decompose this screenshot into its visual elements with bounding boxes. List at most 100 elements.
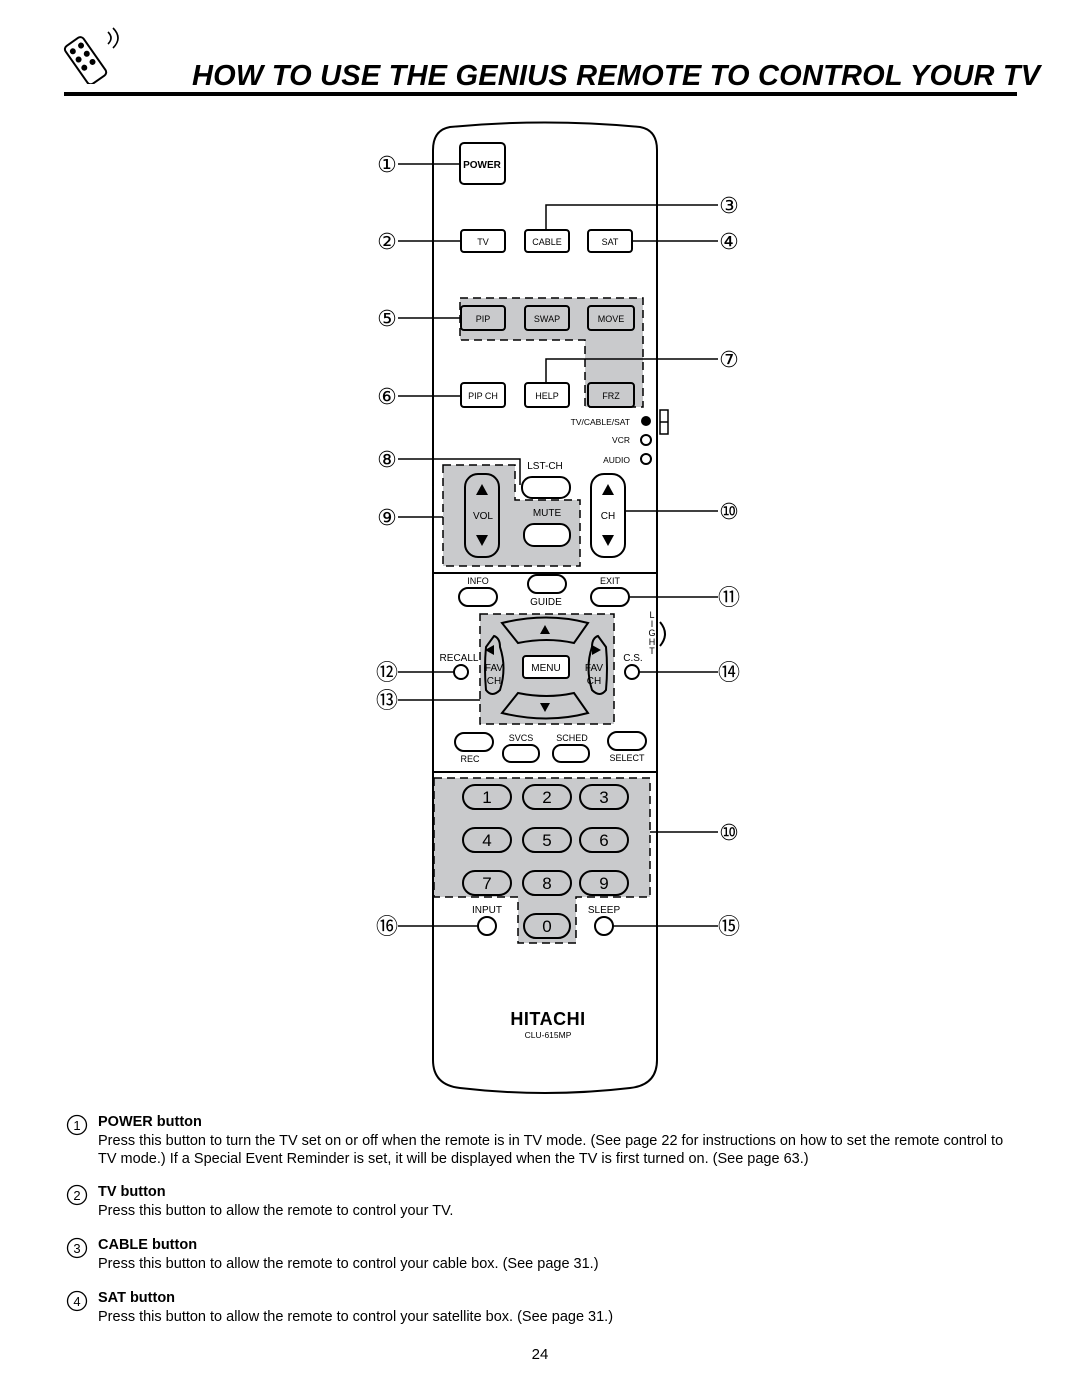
key-1[interactable] xyxy=(462,784,512,810)
svg-text:1: 1 xyxy=(73,1118,80,1133)
sleep-button[interactable] xyxy=(594,916,614,936)
menu-label: MENU xyxy=(531,663,560,674)
light-button[interactable] xyxy=(659,621,666,647)
nav-right-icon xyxy=(592,645,601,655)
select-button[interactable] xyxy=(607,731,647,751)
key-0[interactable] xyxy=(523,913,571,939)
callout-15: ⑮ xyxy=(718,915,740,940)
key-9[interactable] xyxy=(579,870,629,896)
frz-button[interactable] xyxy=(587,382,635,408)
swap-button[interactable] xyxy=(524,305,570,331)
key-9-label: 9 xyxy=(599,874,608,893)
guide-label: GUIDE xyxy=(530,597,562,608)
key-7[interactable] xyxy=(462,870,512,896)
mode-tv-cable-sat-indicator xyxy=(641,416,651,426)
remote-icon xyxy=(63,27,119,84)
callout-10a: ⑩ xyxy=(719,500,739,525)
light-letter-t: T xyxy=(649,646,655,656)
select-label: SELECT xyxy=(609,753,645,763)
move-button[interactable] xyxy=(587,305,635,331)
input-button[interactable] xyxy=(477,916,497,936)
key-8-label: 8 xyxy=(542,874,551,893)
tv-button-heading: TV button xyxy=(98,1184,166,1200)
mode-tv-cable-sat-label: TV/CABLE/SAT xyxy=(571,417,630,427)
light-letter-h: H xyxy=(649,637,656,647)
recall-button[interactable] xyxy=(453,664,469,680)
callout-6: ⑥ xyxy=(377,385,397,410)
vol-up-icon xyxy=(476,484,488,495)
mute-label: MUTE xyxy=(533,508,562,519)
light-letter-i: I xyxy=(651,619,654,629)
move-label: MOVE xyxy=(598,314,625,324)
ch-up-icon xyxy=(602,484,614,495)
mode-vcr-indicator xyxy=(640,434,652,446)
swap-label: SWAP xyxy=(534,314,560,324)
key-4[interactable] xyxy=(462,827,512,853)
cable-button-text: Press this button to allow the remote to… xyxy=(98,1256,599,1272)
vol-label: VOL xyxy=(473,511,493,522)
help-button[interactable] xyxy=(524,382,570,408)
sched-button[interactable] xyxy=(552,744,590,763)
callout-14: ⑭ xyxy=(718,661,740,686)
ch-down-icon xyxy=(602,535,614,546)
pip-ch-label: PIP CH xyxy=(468,391,498,401)
svcs-label: SVCS xyxy=(509,733,534,743)
item-number-1: 1 xyxy=(66,1114,88,1136)
fav-left-label: FAV xyxy=(485,663,503,674)
key-0-label: 0 xyxy=(542,917,551,936)
callout-4: ④ xyxy=(719,230,739,255)
cs-button[interactable] xyxy=(624,664,640,680)
cable-label: CABLE xyxy=(532,237,562,247)
callout-lines xyxy=(398,163,718,927)
nav-down-icon xyxy=(540,703,550,712)
key-2[interactable] xyxy=(522,784,572,810)
callout-8: ⑧ xyxy=(377,448,397,473)
vol-rocker[interactable] xyxy=(464,473,500,558)
exit-button[interactable] xyxy=(590,587,630,607)
key-5-label: 5 xyxy=(542,831,551,850)
key-6[interactable] xyxy=(579,827,629,853)
page-number: 24 xyxy=(531,1346,549,1363)
recall-label: RECALL xyxy=(440,653,479,664)
power-label: POWER xyxy=(463,160,502,171)
page-title: HOW TO USE THE GENIUS REMOTE TO CONTROL … xyxy=(192,60,1041,92)
key-1-label: 1 xyxy=(482,788,491,807)
guide-button[interactable] xyxy=(527,574,567,594)
tv-label: TV xyxy=(477,237,489,247)
menu-button[interactable] xyxy=(522,655,570,679)
exit-label: EXIT xyxy=(600,576,621,586)
info-button[interactable] xyxy=(458,587,498,607)
callout-1: ① xyxy=(377,153,397,178)
callout-10b: ⑩ xyxy=(719,821,739,846)
callout-7: ⑦ xyxy=(719,348,739,373)
key-5[interactable] xyxy=(522,827,572,853)
cs-label: C.S. xyxy=(623,653,642,664)
frz-label: FRZ xyxy=(602,391,620,401)
svg-text:2: 2 xyxy=(73,1188,80,1203)
key-7-label: 7 xyxy=(482,874,491,893)
input-label: INPUT xyxy=(472,905,502,916)
nav-left-icon xyxy=(485,645,494,655)
item-number-4: 4 xyxy=(66,1290,88,1312)
mute-button[interactable] xyxy=(523,523,571,547)
callout-numbers: ① ② ③ ④ ⑤ ⑥ ⑦ ⑧ ⑨ ⑩ ⑪ ⑫ ⑬ ⑭ ⑩ ⑮ ⑯ xyxy=(376,153,740,940)
pip-ch-button[interactable] xyxy=(460,382,506,408)
item-number-2: 2 xyxy=(66,1184,88,1206)
key-8[interactable] xyxy=(522,870,572,896)
sat-button-text: Press this button to allow the remote to… xyxy=(98,1309,614,1325)
lst-ch-button[interactable] xyxy=(521,476,571,499)
key-2-label: 2 xyxy=(542,788,551,807)
callout-16: ⑯ xyxy=(376,915,398,940)
sat-button-heading: SAT button xyxy=(98,1290,176,1306)
rec-button[interactable] xyxy=(454,732,494,752)
callout-3: ③ xyxy=(719,194,739,219)
svcs-button[interactable] xyxy=(502,744,540,763)
light-letter-g: G xyxy=(648,628,655,638)
key-3[interactable] xyxy=(579,784,629,810)
brand-logo: HITACHI xyxy=(510,1009,585,1029)
rec-label: REC xyxy=(460,754,480,764)
ch-rocker[interactable] xyxy=(590,473,626,558)
cable-button[interactable] xyxy=(524,229,570,253)
mode-vcr-label: VCR xyxy=(612,435,630,445)
svg-text:3: 3 xyxy=(73,1241,80,1256)
